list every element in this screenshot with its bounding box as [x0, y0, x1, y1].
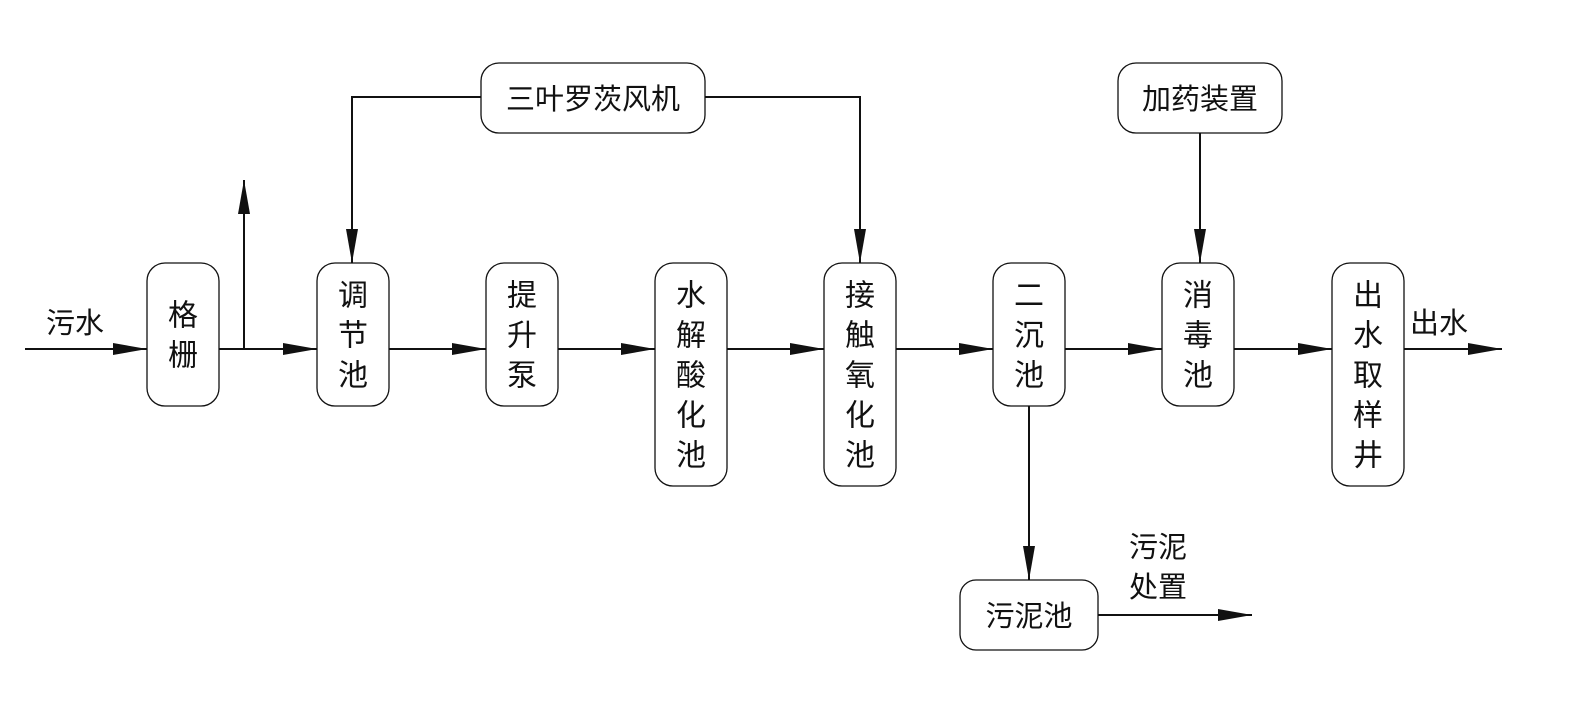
- blower-to-contact-line: [705, 96, 866, 263]
- blower-box: 三叶罗茨风机: [480, 62, 706, 134]
- sludge-box: 污泥池: [959, 579, 1099, 651]
- secondary-box: 二沉池: [992, 262, 1066, 407]
- grid-label: 格栅: [168, 299, 198, 374]
- sludge-label: 污泥池: [985, 599, 1072, 633]
- pump-label: 提升泵: [507, 279, 537, 394]
- adjust-label: 调节池: [338, 279, 368, 394]
- dosing-label: 加药装置: [1142, 82, 1258, 116]
- sludge-disposal-label-2: 处置: [1129, 570, 1187, 604]
- blower-label: 三叶罗茨风机: [506, 82, 680, 116]
- disinfect-box: 消毒池: [1161, 262, 1235, 407]
- sampling-box: 出水取样井: [1331, 262, 1405, 487]
- disinfect-label: 消毒池: [1183, 279, 1213, 394]
- adjust-box: 调节池: [316, 262, 390, 407]
- dosing-box: 加药装置: [1117, 62, 1283, 134]
- contact-label: 接触氧化池: [845, 279, 875, 474]
- hydrolysis-box: 水解酸化池: [654, 262, 728, 487]
- sampling-label: 出水取样井: [1353, 279, 1383, 474]
- blower-to-adjust-line: [346, 96, 481, 263]
- sludge-disposal-label-1: 污泥: [1129, 530, 1187, 564]
- contact-box: 接触氧化池: [823, 262, 897, 487]
- outflow-label: 出水: [1410, 306, 1468, 340]
- pump-box: 提升泵: [485, 262, 559, 407]
- inflow-label: 污水: [46, 306, 104, 340]
- hydrolysis-label: 水解酸化池: [676, 279, 706, 474]
- secondary-label: 二沉池: [1014, 279, 1044, 394]
- grid-box: 格栅: [146, 262, 220, 407]
